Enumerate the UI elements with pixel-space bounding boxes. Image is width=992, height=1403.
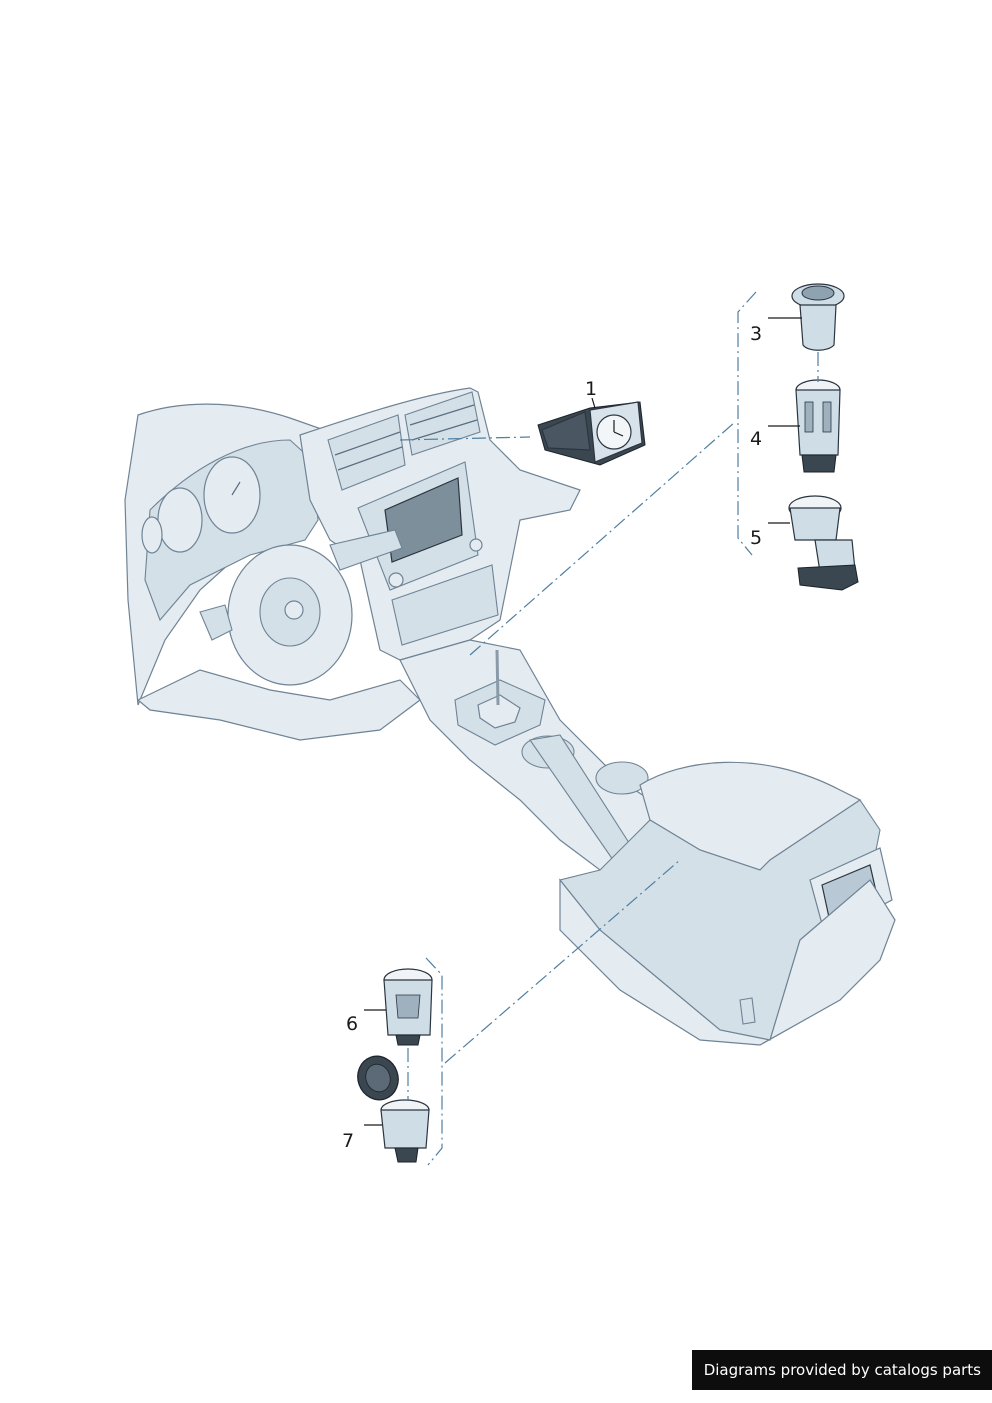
guide-lines bbox=[399, 291, 819, 1166]
callout-7: 7 bbox=[342, 1130, 354, 1152]
callout-3: 3 bbox=[750, 323, 762, 345]
part-1-clock[interactable] bbox=[537, 401, 646, 466]
callout-4: 4 bbox=[750, 428, 762, 450]
part-7-socket-with-cap[interactable] bbox=[352, 1050, 430, 1163]
callout-labels: 1 3 4 5 6 7 bbox=[342, 323, 762, 1152]
callout-1: 1 bbox=[585, 378, 597, 400]
part-3-cigarette-lighter-plug[interactable] bbox=[791, 283, 845, 351]
callout-5: 5 bbox=[750, 527, 762, 549]
dashboard-illustration bbox=[124, 387, 896, 1046]
leader-lines bbox=[364, 317, 802, 1126]
part-4-lighter-socket[interactable] bbox=[795, 379, 841, 473]
part-6-socket[interactable] bbox=[383, 968, 433, 1046]
part-5-socket-housing[interactable] bbox=[788, 495, 859, 591]
callout-6: 6 bbox=[346, 1013, 358, 1035]
footer-credit: Diagrams provided by catalogs parts bbox=[691, 1350, 992, 1390]
